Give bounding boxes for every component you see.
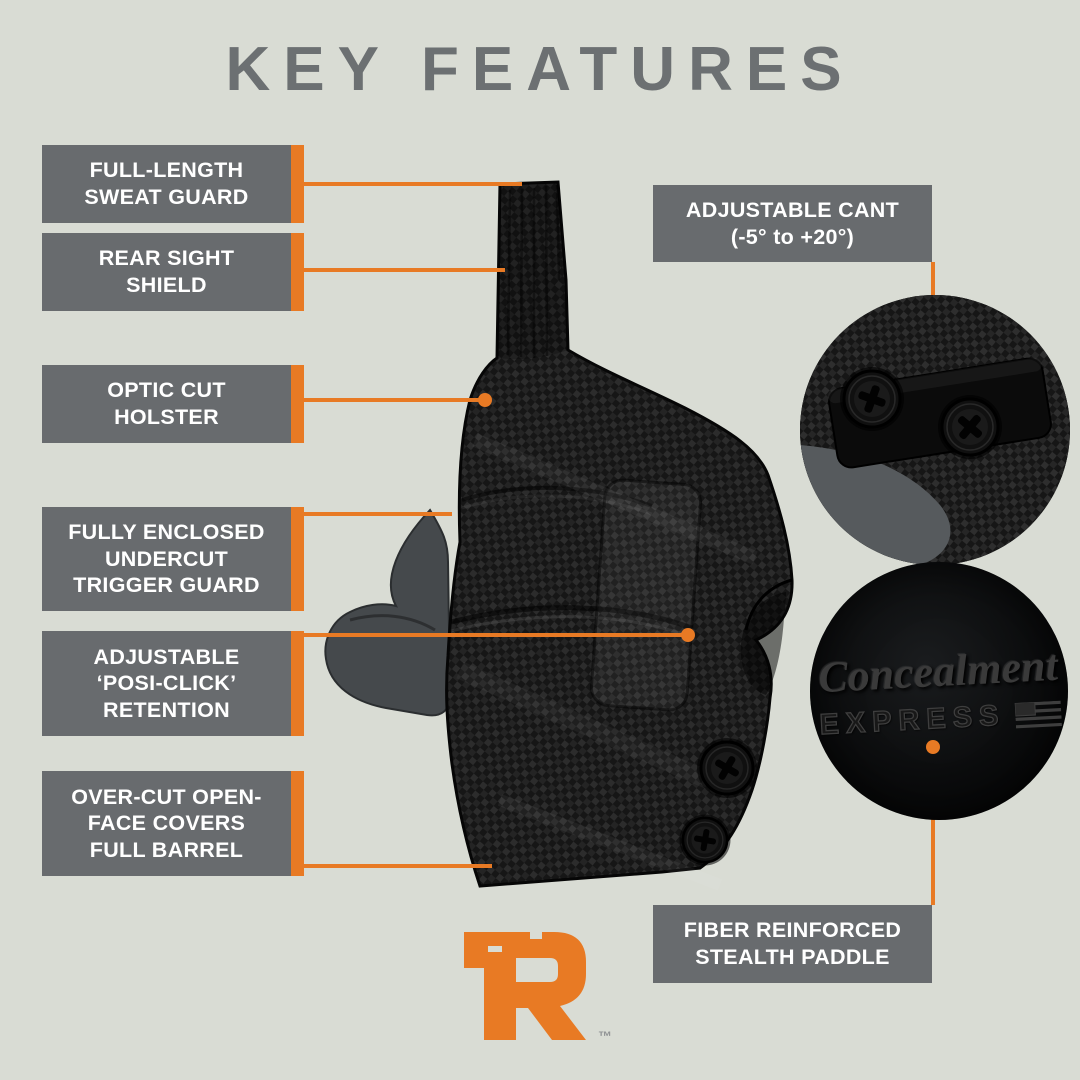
- feature-label: FIBER REINFORCED STEALTH PADDLE: [683, 918, 902, 969]
- feature-box-rear-sight-shield: REAR SIGHT SHIELD: [42, 233, 304, 311]
- sight-ridges: [506, 184, 561, 358]
- feature-box-posi-click: ADJUSTABLE ‘POSI-CLICK’ RETENTION: [42, 631, 304, 736]
- feature-box-trigger-guard: FULLY ENCLOSED UNDERCUT TRIGGER GUARD: [42, 507, 304, 611]
- feature-box-stealth-paddle: FIBER REINFORCED STEALTH PADDLE: [653, 905, 932, 983]
- stealth-paddle: [324, 508, 452, 717]
- trademark-symbol: ™: [598, 1028, 612, 1044]
- feature-label: ADJUSTABLE ‘POSI-CLICK’ RETENTION: [93, 644, 240, 722]
- feature-label: ADJUSTABLE CANT (-5° to +20°): [685, 197, 900, 249]
- accent-bar: [291, 771, 304, 876]
- brand-express-text: EXPRESS: [818, 699, 1007, 742]
- feature-label: OVER-CUT OPEN- FACE COVERS FULL BARREL: [71, 784, 262, 862]
- accent-bar: [291, 233, 304, 311]
- feature-label: REAR SIGHT SHIELD: [98, 246, 235, 297]
- leader-dot-optic-cut: [478, 393, 492, 407]
- feature-label: OPTIC CUT HOLSTER: [107, 378, 226, 429]
- feature-box-adjustable-cant: ADJUSTABLE CANT (-5° to +20°): [653, 185, 932, 262]
- leader-line-posi-click: [296, 633, 688, 637]
- accent-bar: [291, 507, 304, 611]
- accent-bar: [291, 365, 304, 443]
- cant-detail-inset: [800, 295, 1070, 565]
- holster-body: [445, 180, 794, 891]
- leader-line-sweat-guard: [296, 182, 522, 186]
- concealment-express-logo: Concealment EXPRESS: [816, 640, 1062, 743]
- feature-label: FULL-LENGTH SWEAT GUARD: [84, 158, 249, 209]
- paddle-logo-inset: Concealment EXPRESS: [810, 562, 1068, 820]
- retention-screw-upper: [697, 738, 757, 798]
- feature-box-over-cut: OVER-CUT OPEN- FACE COVERS FULL BARREL: [42, 771, 304, 876]
- brand-script-text: Concealment: [817, 640, 1059, 703]
- us-flag-icon: [1014, 700, 1062, 728]
- cant-screw-right: [938, 395, 1002, 459]
- leader-line-over-cut: [296, 864, 492, 868]
- page-title: KEY FEATURES: [225, 35, 855, 104]
- cant-detail-photo: [800, 295, 1070, 565]
- leader-dot-stealth-paddle: [926, 740, 940, 754]
- leader-line-rear-sight: [296, 268, 505, 272]
- accent-bar: [291, 145, 304, 223]
- feature-label: FULLY ENCLOSED UNDERCUT TRIGGER GUARD: [68, 520, 265, 598]
- leader-line-optic-cut: [296, 398, 485, 402]
- trigger-guard-recess: [740, 592, 786, 695]
- accent-bar: [291, 631, 304, 736]
- holster-illustration: [324, 180, 794, 891]
- retention-screw-lower: [679, 814, 731, 866]
- leader-dot-posi-click: [681, 628, 695, 642]
- brand-r-logo: [464, 932, 586, 1040]
- feature-box-optic-cut: OPTIC CUT HOLSTER: [42, 365, 304, 443]
- leader-line-trigger-guard: [296, 512, 452, 516]
- feature-box-sweat-guard: FULL-LENGTH SWEAT GUARD: [42, 145, 304, 223]
- cant-screw-left: [840, 367, 904, 431]
